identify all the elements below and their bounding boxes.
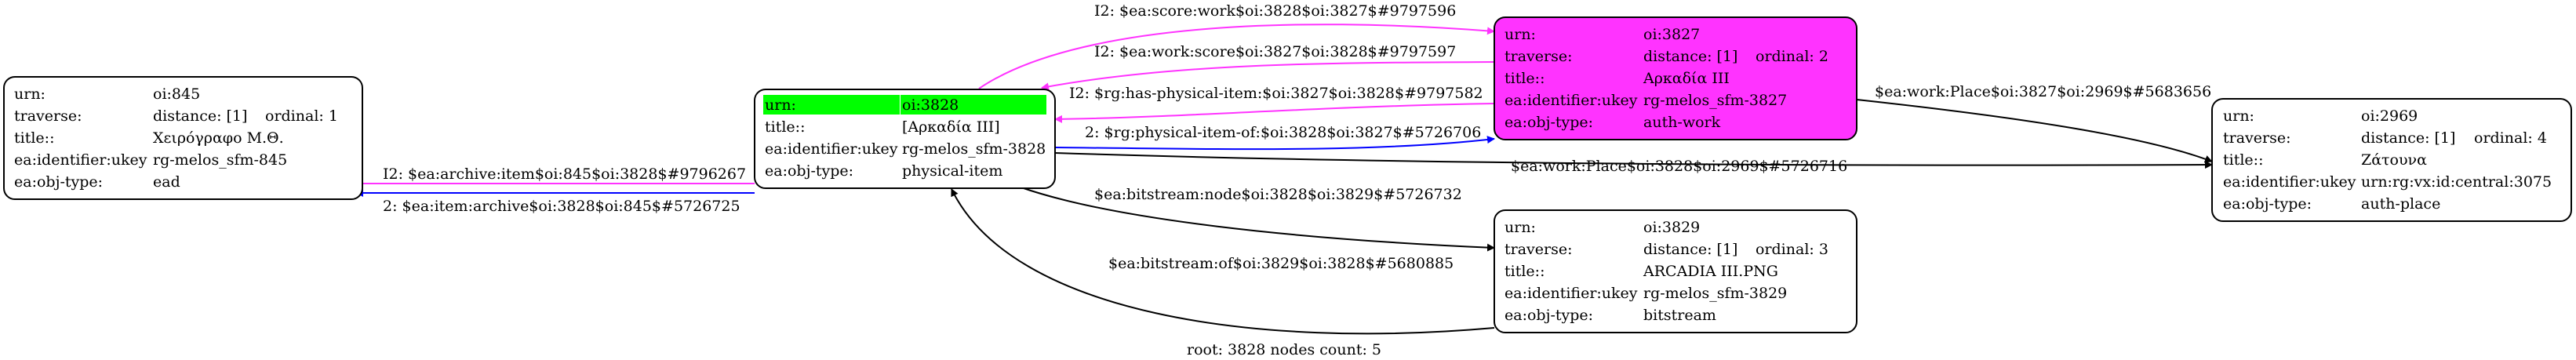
node-value: oi:845 xyxy=(153,85,200,103)
node-value: distance: [1] xyxy=(153,107,247,125)
edge-label: I2: $ea:score:work$oi:3828$oi:3827$#9797… xyxy=(1094,2,1456,20)
node-key: ea:obj-type: xyxy=(14,173,103,191)
node-oi-3827[interactable]: urn: oi:3827 traverse: distance: [1] ord… xyxy=(1494,16,1857,140)
node-key: urn: xyxy=(1504,219,1536,236)
node-value: oi:3827 xyxy=(1643,26,1700,43)
node-oi-845[interactable]: urn: oi:845 traverse: distance: [1] ordi… xyxy=(3,76,363,200)
edge-bitstream-node[interactable]: $ea:bitstream:node$oi:3828$oi:3829$#5726… xyxy=(1021,186,1495,252)
node-key: ea:obj-type: xyxy=(1504,114,1593,131)
node-value: ARCADIA III.PNG xyxy=(1643,263,1778,280)
edge-label: $ea:bitstream:of$oi:3829$oi:3828$#568088… xyxy=(1108,255,1454,272)
edge-item-archive[interactable]: 2: $ea:item:archive$oi:3828$oi:845$#5726… xyxy=(355,189,755,215)
node-key: traverse: xyxy=(2223,129,2291,147)
edge-label: $ea:work:Place$oi:3828$oi:2969$#5726716 xyxy=(1511,158,1847,175)
edge-label: I2: $ea:archive:item$oi:845$oi:3828$#979… xyxy=(383,165,746,183)
node-value: oi:3828 xyxy=(902,96,959,114)
node-key: ea:obj-type: xyxy=(1504,307,1593,324)
edge-bitstream-of[interactable]: $ea:bitstream:of$oi:3829$oi:3828$#568088… xyxy=(951,188,1495,335)
edge-label: $ea:work:Place$oi:3827$oi:2969$#5683656 xyxy=(1875,83,2211,100)
edge-work-place-3828[interactable]: $ea:work:Place$oi:3828$oi:2969$#5726716 xyxy=(1054,152,2213,175)
edge-work-score[interactable]: I2: $ea:work:score$oi:3827$oi:3828$#9797… xyxy=(1041,43,1495,91)
node-value: bitstream xyxy=(1643,307,1716,324)
node-value: rg-melos_sfm-3828 xyxy=(902,140,1046,158)
edge-has-physical-item[interactable]: I2: $rg:has-physical-item:$oi:3827$oi:38… xyxy=(1054,85,1495,123)
node-key: ea:identifier:ukey xyxy=(1504,92,1638,109)
nodes: urn: oi:845 traverse: distance: [1] ordi… xyxy=(3,16,2572,333)
node-value: rg-melos_sfm-845 xyxy=(153,151,287,169)
node-value: Ζάτουνα xyxy=(2361,151,2427,169)
node-value: physical-item xyxy=(902,162,1002,180)
node-value: auth-place xyxy=(2361,195,2440,213)
graph-caption: root: 3828 nodes count: 5 xyxy=(1187,341,1381,358)
node-value: urn:rg:vx:id:central:3075 xyxy=(2361,173,2552,191)
node-value: distance: [1] xyxy=(1643,241,1737,258)
node-key: ea:identifier:ukey xyxy=(2223,173,2356,191)
node-key: title:: xyxy=(14,129,54,147)
edges: I2: $ea:archive:item$oi:845$oi:3828$#979… xyxy=(355,2,2213,335)
node-key: urn: xyxy=(1504,26,1536,43)
node-key: ea:identifier:ukey xyxy=(14,151,147,169)
node-key: traverse: xyxy=(1504,241,1573,258)
node-ordinal: ordinal: 2 xyxy=(1756,48,1828,65)
node-key: urn: xyxy=(2223,107,2254,125)
node-value: auth-work xyxy=(1643,114,1721,131)
node-value: oi:3829 xyxy=(1643,219,1700,236)
edge-work-place-3827[interactable]: $ea:work:Place$oi:3827$oi:2969$#5683656 xyxy=(1856,83,2213,163)
node-key: traverse: xyxy=(14,107,82,125)
node-value: distance: [1] xyxy=(2361,129,2455,147)
edge-archive-item[interactable]: I2: $ea:archive:item$oi:845$oi:3828$#979… xyxy=(355,165,755,187)
root-highlight-value xyxy=(901,95,1046,115)
node-key: ea:identifier:ukey xyxy=(765,140,898,158)
node-key: traverse: xyxy=(1504,48,1573,65)
node-ordinal: ordinal: 3 xyxy=(1756,241,1828,258)
edge-label: I2: $rg:has-physical-item:$oi:3827$oi:38… xyxy=(1069,85,1483,102)
edge-label: $ea:bitstream:node$oi:3828$oi:3829$#5726… xyxy=(1094,186,1462,203)
node-key: urn: xyxy=(765,96,796,114)
node-key: title:: xyxy=(1504,70,1545,87)
edge-label: I2: $ea:work:score$oi:3827$oi:3828$#9797… xyxy=(1094,43,1456,60)
node-ordinal: ordinal: 4 xyxy=(2474,129,2547,147)
node-key: ea:obj-type: xyxy=(2223,195,2312,213)
node-key: title:: xyxy=(1504,263,1545,280)
node-oi-3829[interactable]: urn: oi:3829 traverse: distance: [1] ord… xyxy=(1494,209,1857,333)
root-highlight-key xyxy=(763,95,900,115)
node-value: oi:2969 xyxy=(2361,107,2418,125)
node-oi-3828-root[interactable]: urn: oi:3828 title:: [Αρκαδία III] ea:id… xyxy=(754,89,1056,189)
node-key: urn: xyxy=(14,85,45,103)
node-value: rg-melos_sfm-3827 xyxy=(1643,92,1787,109)
node-value: [Αρκαδία III] xyxy=(902,118,1000,136)
edge-label: 2: $rg:physical-item-of:$oi:3828$oi:3827… xyxy=(1085,124,1481,141)
node-value: ead xyxy=(153,173,180,191)
edge-label: 2: $ea:item:archive$oi:3828$oi:845$#5726… xyxy=(383,198,740,215)
node-value: Αρκαδία III xyxy=(1643,70,1730,87)
node-value: rg-melos_sfm-3829 xyxy=(1643,285,1787,302)
node-value: Χειρόγραφο Μ.Θ. xyxy=(153,129,284,147)
edge-score-work[interactable]: I2: $ea:score:work$oi:3828$oi:3827$#9797… xyxy=(978,2,1495,89)
node-key: ea:identifier:ukey xyxy=(1504,285,1638,302)
node-ordinal: ordinal: 1 xyxy=(265,107,338,125)
node-oi-2969[interactable]: urn: oi:2969 traverse: distance: [1] ord… xyxy=(2211,98,2572,222)
edge-physical-item-of[interactable]: 2: $rg:physical-item-of:$oi:3828$oi:3827… xyxy=(1054,124,1495,151)
node-key: title:: xyxy=(2223,151,2263,169)
node-value: distance: [1] xyxy=(1643,48,1737,65)
node-key: ea:obj-type: xyxy=(765,162,853,180)
node-key: title:: xyxy=(765,118,805,136)
